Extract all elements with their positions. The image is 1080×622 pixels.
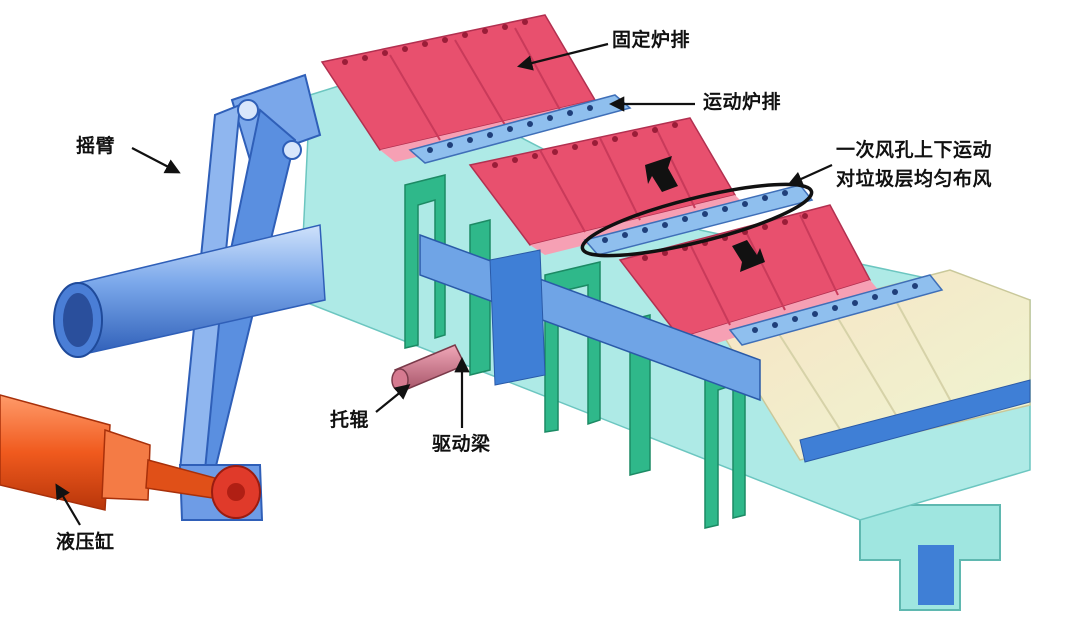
- label-moving-grate: 运动炉排: [703, 92, 781, 114]
- label-drive-beam: 驱动梁: [432, 434, 491, 456]
- label-air-hole-line-2: 对垃圾层均匀布风: [836, 165, 992, 194]
- label-air-hole-note: 一次风孔上下运动 对垃圾层均匀布风: [836, 136, 992, 195]
- drive-beam-block: [490, 250, 545, 385]
- support-roller: [392, 345, 465, 391]
- rocker-shaft-pipe: [54, 225, 325, 357]
- base-frame: [860, 505, 1000, 610]
- label-hydraulic-cylinder: 液压缸: [56, 532, 115, 554]
- label-support-roller: 托辊: [330, 410, 369, 432]
- label-air-hole-line-1: 一次风孔上下运动: [836, 136, 992, 165]
- label-rocker-arm: 摇臂: [76, 136, 115, 158]
- label-fixed-grate: 固定炉排: [612, 30, 690, 52]
